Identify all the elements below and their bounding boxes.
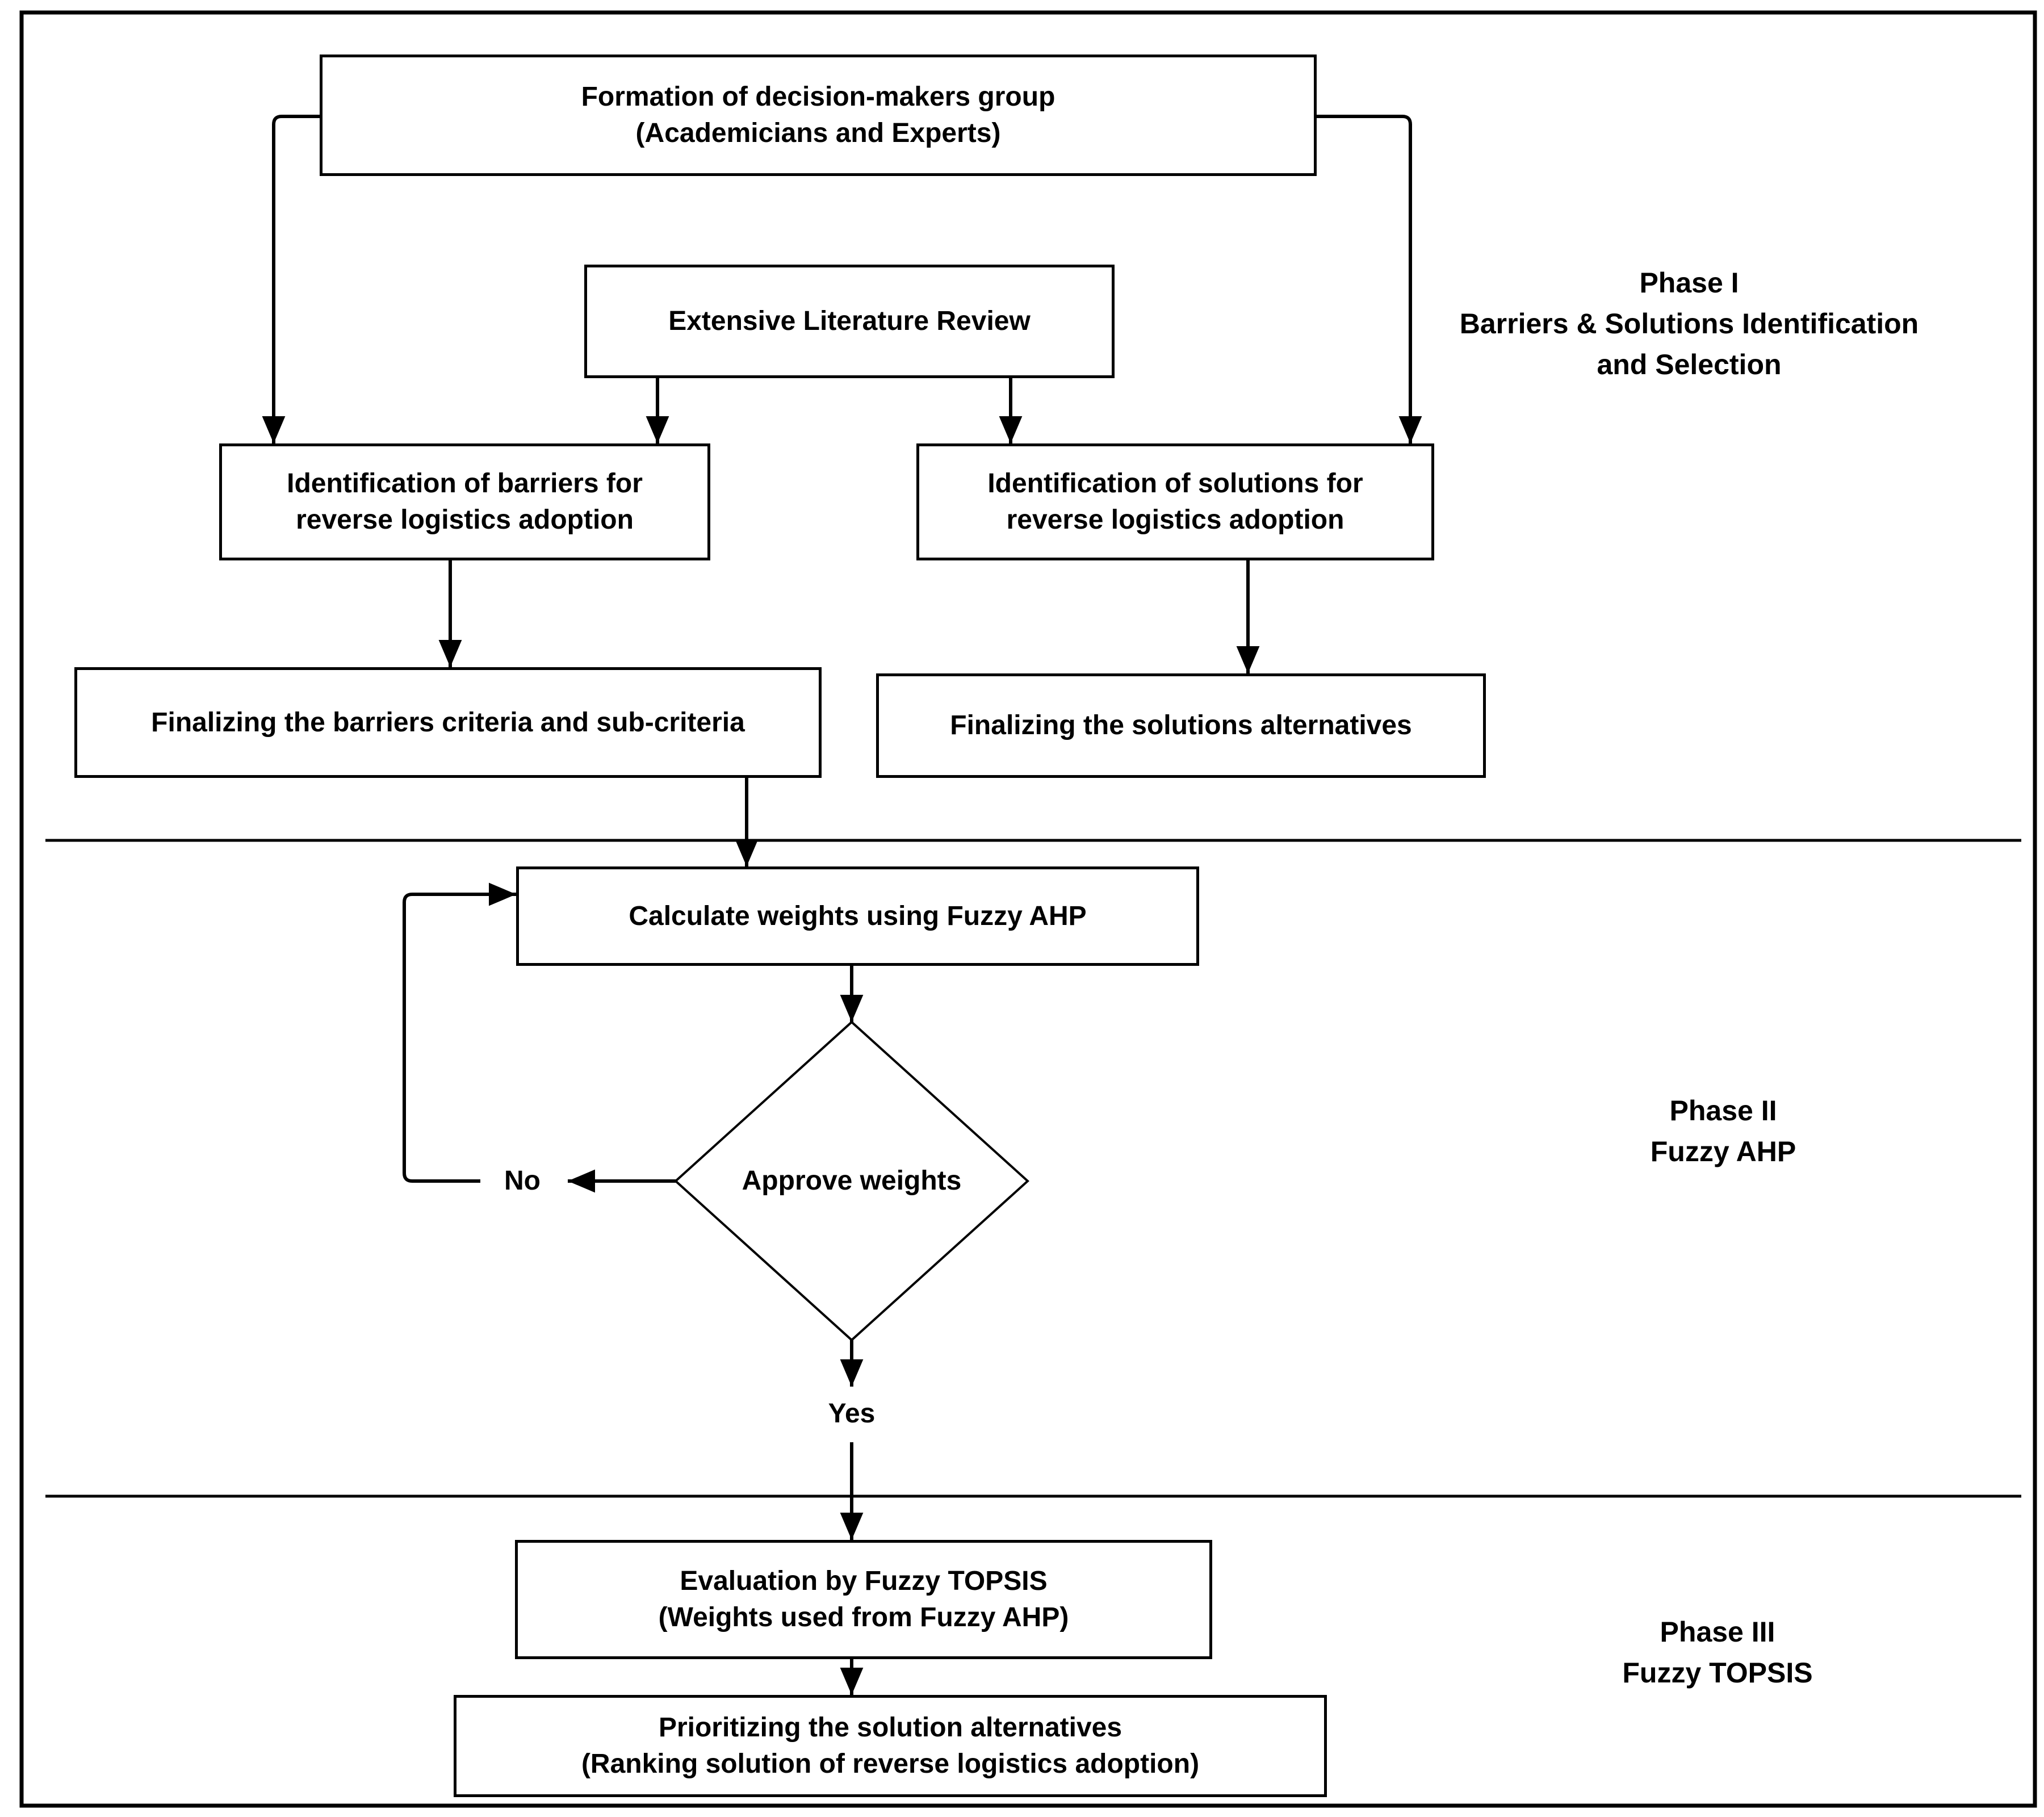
connector-formation-to-barriers-id: [262, 115, 320, 443]
node-barriers-finalizing: Finalizing the barriers criteria and sub…: [74, 667, 822, 778]
phase2-label: Phase II Fuzzy AHP: [1610, 1088, 1837, 1174]
node-line: Finalizing the barriers criteria and sub…: [151, 707, 745, 738]
figure-border: [19, 10, 2037, 1808]
phase-line: Phase III: [1660, 1616, 1775, 1648]
node-line: Prioritizing the solution alternatives: [658, 1713, 1122, 1743]
node-line: (Weights used from Fuzzy AHP): [658, 1602, 1069, 1632]
phase3-label: Phase III Fuzzy TOPSIS: [1595, 1610, 1840, 1695]
node-line: Finalizing the solutions alternatives: [950, 710, 1412, 740]
node-evaluation-fuzzy-topsis: Evaluation by Fuzzy TOPSIS (Weights used…: [515, 1540, 1212, 1659]
connector-no-loop-to-calc: [403, 882, 516, 1183]
node-literature-review: Extensive Literature Review: [584, 265, 1115, 378]
phase1-label: Phase I Barriers & Solutions Identificat…: [1391, 261, 1987, 386]
connector-formation-to-solutions-id: [1317, 115, 1422, 443]
phase-line: Fuzzy AHP: [1650, 1136, 1796, 1167]
phase-line: Fuzzy TOPSIS: [1622, 1657, 1813, 1689]
decision-approve-weights-label: Approve weights: [676, 1158, 1028, 1204]
node-line: reverse logistics adoption: [296, 505, 634, 535]
phase-line: Barriers & Solutions Identification: [1459, 308, 1919, 340]
node-barriers-identification: Identification of barriers for reverse l…: [219, 443, 710, 560]
node-line: (Ranking solution of reverse logistics a…: [581, 1749, 1200, 1779]
node-solutions-identification: Identification of solutions for reverse …: [916, 443, 1434, 560]
decision-diamond: [674, 1020, 1029, 1342]
node-line: Approve weights: [742, 1166, 962, 1196]
node-prioritizing-solutions: Prioritizing the solution alternatives (…: [454, 1695, 1327, 1797]
decision-branch-yes-label: Yes: [795, 1391, 908, 1437]
phase-line: Phase I: [1639, 267, 1739, 299]
node-line: No: [504, 1166, 541, 1196]
node-line: Formation of decision-makers group: [581, 82, 1055, 112]
node-line: Yes: [828, 1399, 876, 1429]
node-line: (Academicians and Experts): [635, 118, 1001, 148]
node-calculate-weights-fuzzy-ahp: Calculate weights using Fuzzy AHP: [516, 866, 1199, 966]
node-solutions-finalizing: Finalizing the solutions alternatives: [876, 673, 1486, 778]
phase-line: and Selection: [1597, 349, 1782, 380]
node-line: Identification of solutions for: [987, 468, 1363, 499]
node-line: Evaluation by Fuzzy TOPSIS: [680, 1566, 1048, 1596]
node-line: Calculate weights using Fuzzy AHP: [629, 901, 1087, 931]
node-line: Extensive Literature Review: [668, 306, 1031, 336]
phase-line: Phase II: [1669, 1095, 1777, 1127]
node-formation-of-decision-makers: Formation of decision-makers group (Acad…: [320, 55, 1317, 176]
decision-branch-no-label: No: [477, 1158, 568, 1204]
node-line: Identification of barriers for: [287, 468, 643, 499]
node-line: reverse logistics adoption: [1006, 505, 1344, 535]
